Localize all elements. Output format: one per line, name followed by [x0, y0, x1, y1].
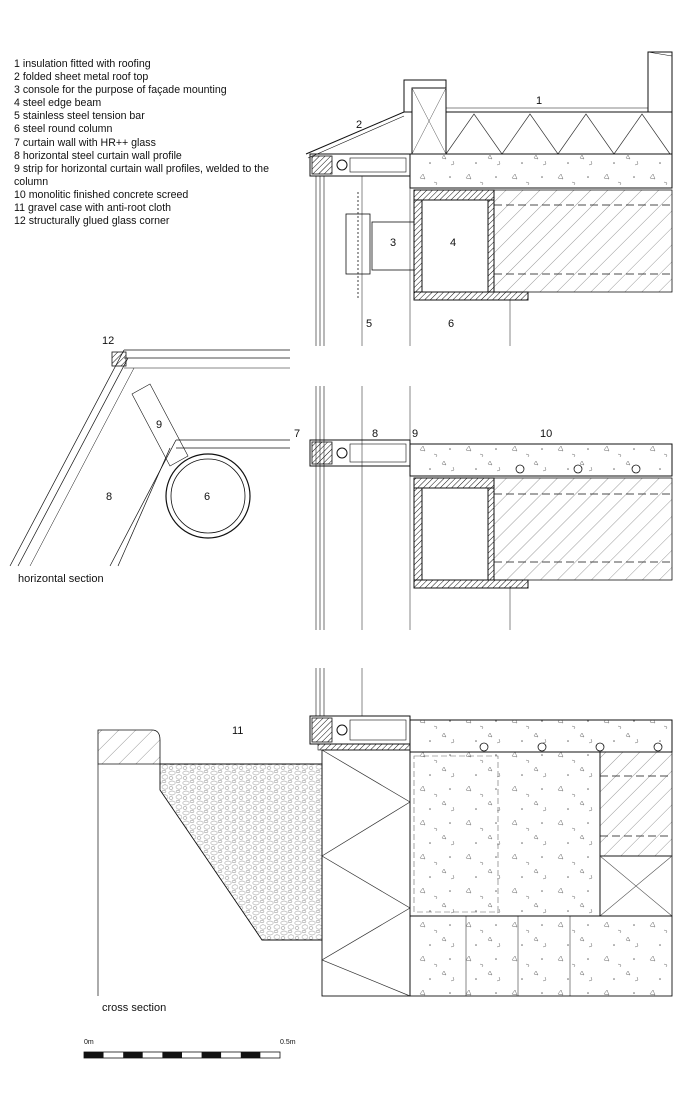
legend-item: 11 gravel case with anti-root cloth	[14, 202, 172, 215]
callout-8: 8	[372, 428, 378, 440]
callout-12: 12	[102, 335, 114, 347]
legend-item: 12 structurally glued glass corner	[14, 215, 170, 228]
callout-6: 6	[448, 318, 454, 330]
scale-segment	[182, 1052, 202, 1058]
legend-item: 1 insulation fitted with roofing	[14, 58, 151, 70]
legend-item: 4 steel edge beam	[14, 97, 102, 110]
scale-end-label: 0.5m	[280, 1039, 296, 1046]
callout-9-horizontal: 9	[156, 419, 162, 431]
legend: 1 insulation fitted with roofing 2 folde…	[14, 58, 284, 228]
ground-cross-section: 11 cross section	[97, 668, 673, 1014]
scale-segment	[142, 1052, 163, 1058]
scale-segment	[201, 1052, 222, 1058]
legend-item: 5 stainless steel tension bar	[14, 110, 145, 123]
legend-item: 9 strip for horizontal curtain wall prof…	[14, 162, 269, 188]
callout-11: 11	[232, 725, 243, 737]
legend-item: 3 console for the purpose of façade moun…	[14, 84, 227, 97]
floor-edge-section: 7 8 9 10	[294, 386, 673, 630]
legend-item: 10 monolitic finished concrete screed	[14, 188, 189, 201]
caption-horizontal-section: horizontal section	[18, 573, 104, 585]
callout-8-horizontal: 8	[106, 491, 112, 503]
callout-2: 2	[356, 119, 362, 131]
callout-5: 5	[366, 318, 372, 330]
legend-item: 7 curtain wall with HR++ glass	[14, 136, 156, 149]
scale-segment	[162, 1052, 182, 1058]
callout-6-horizontal: 6	[204, 491, 210, 503]
legend-item: 6 steel round column	[14, 123, 113, 136]
scale-start-label: 0m	[84, 1039, 94, 1046]
callout-7: 7	[294, 428, 300, 440]
horizontal-section-corner: 12 9 8 6 horizontal section	[9, 335, 290, 585]
callout-4: 4	[450, 237, 456, 249]
callout-9: 9	[412, 428, 418, 440]
scale-segment	[123, 1052, 143, 1058]
scale-segment	[260, 1052, 280, 1058]
legend-item: 2 folded sheet metal roof top	[14, 71, 149, 84]
scale-segment	[84, 1052, 104, 1058]
callout-3: 3	[390, 237, 396, 249]
scale-segment	[221, 1052, 241, 1058]
callout-1: 1	[536, 95, 542, 107]
scale-bar: 0m 0.5m	[83, 1039, 296, 1059]
scale-segment	[103, 1052, 124, 1058]
callout-10: 10	[540, 428, 552, 440]
roof-edge-section: 1 2 3 4 5 6	[305, 51, 673, 346]
legend-item: 8 horizontal steel curtain wall profile	[14, 149, 182, 162]
scale-segment	[240, 1052, 261, 1058]
caption-cross-section: cross section	[102, 1002, 166, 1014]
